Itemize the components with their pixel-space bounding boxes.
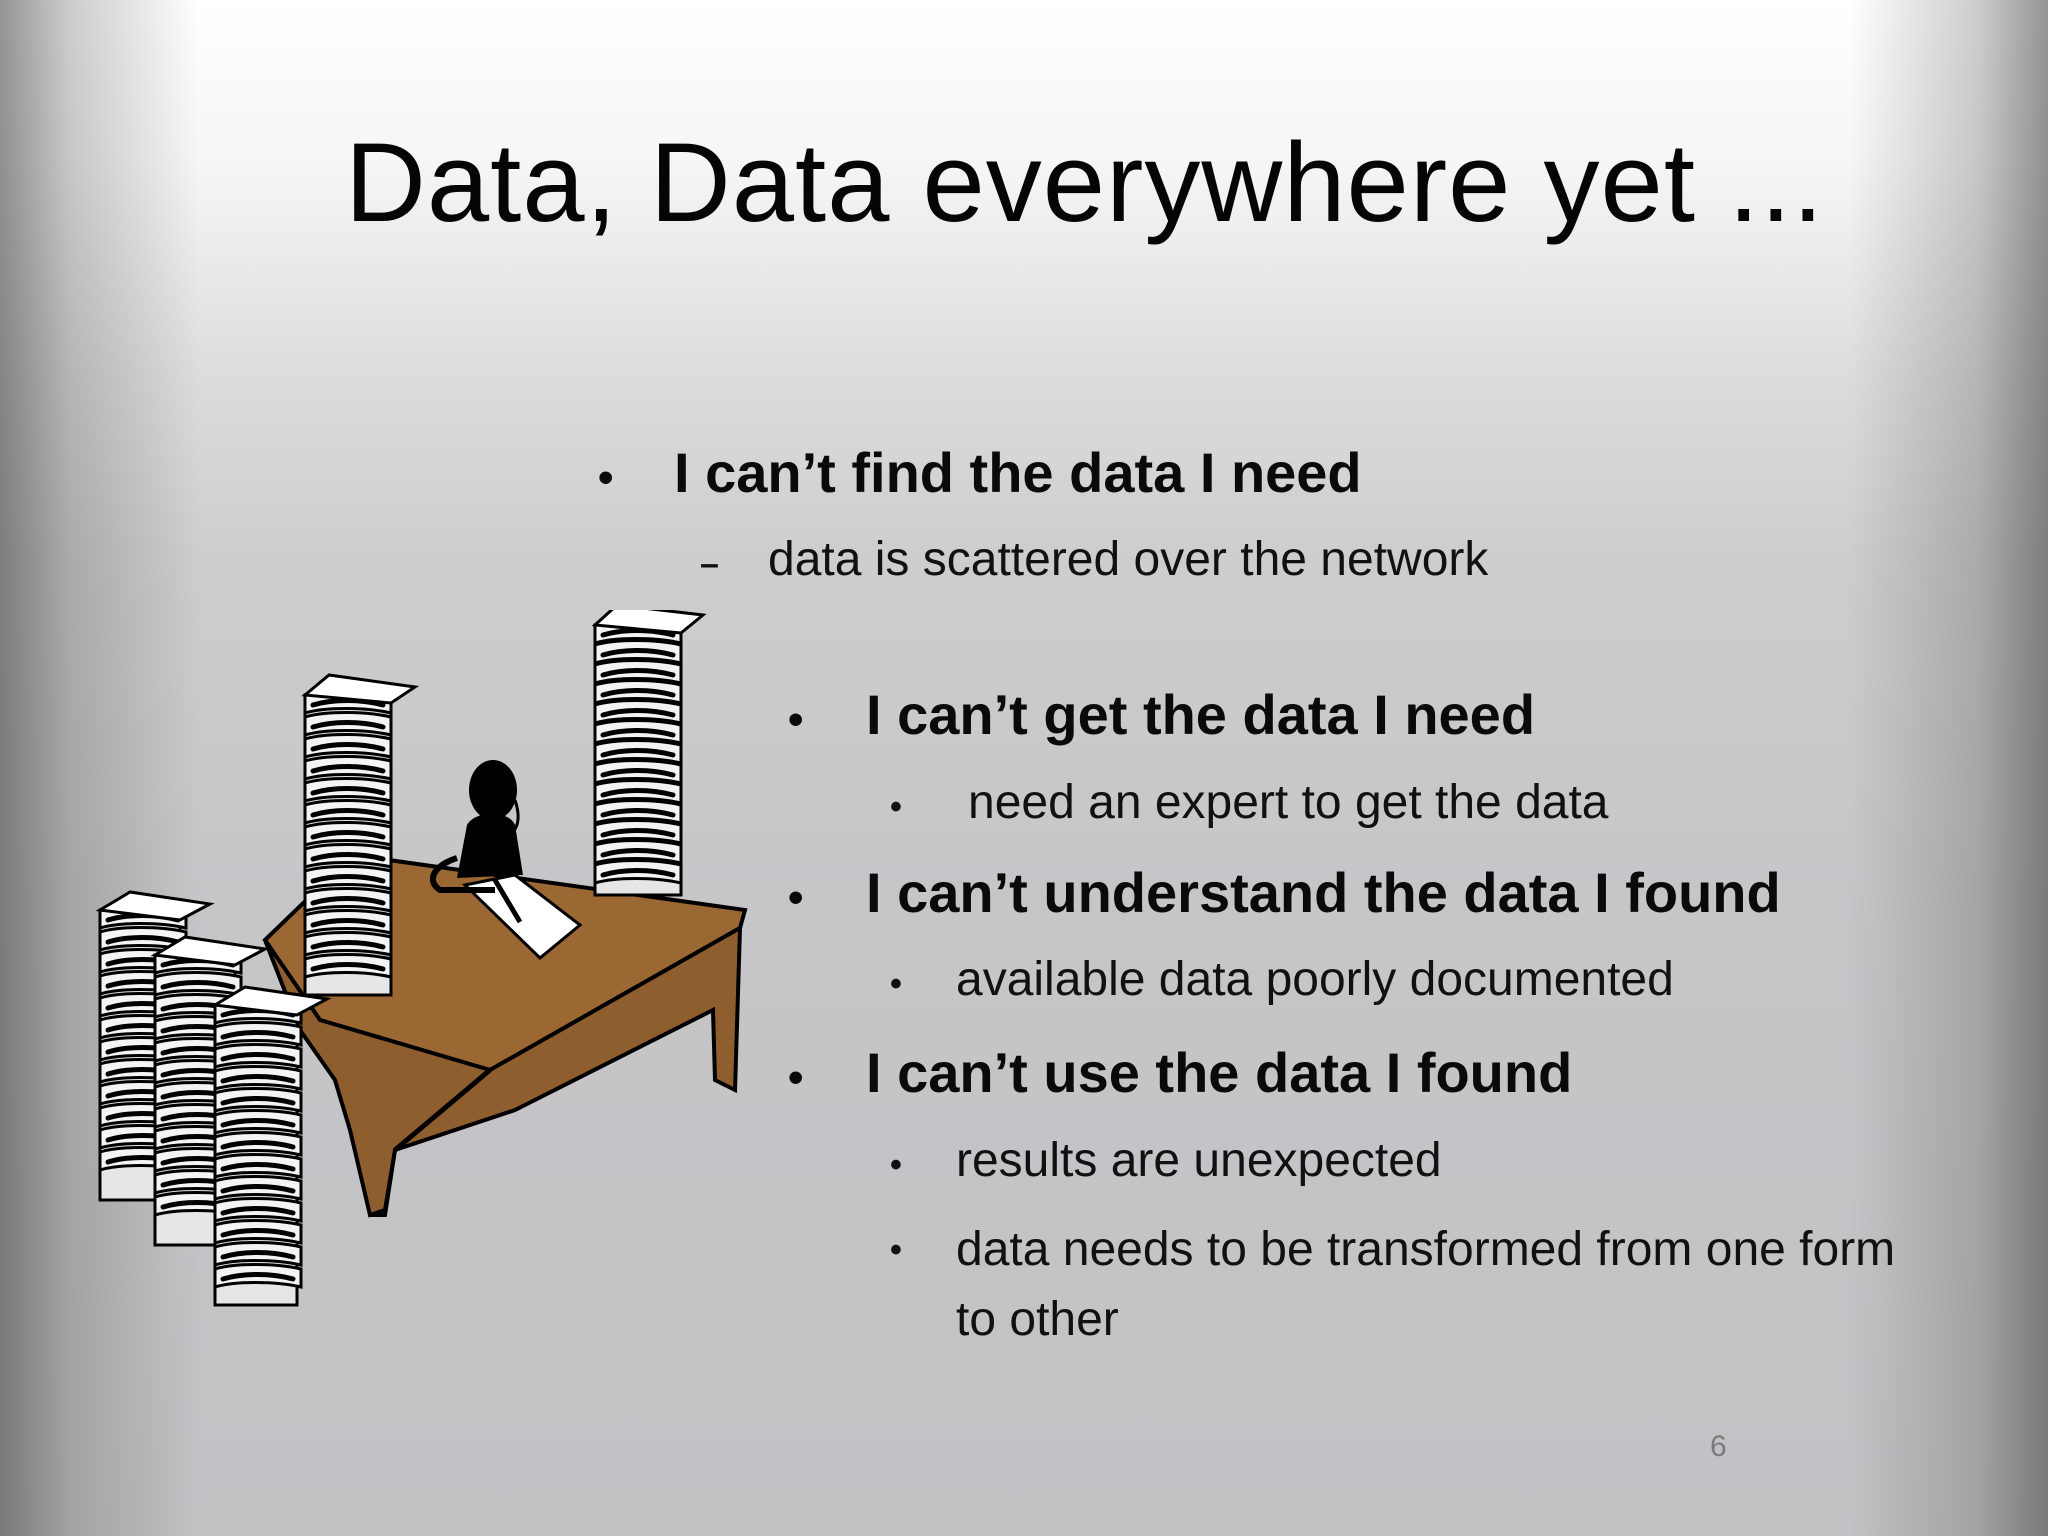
- slide-title: Data, Data everywhere yet ...: [345, 120, 1825, 245]
- sub-bullet-marker: •: [890, 788, 902, 826]
- bullet-marker: •: [788, 695, 804, 744]
- bullet-text: I can’t use the data I found: [866, 1041, 1573, 1104]
- bullet-text: I can’t understand the data I found: [866, 861, 1781, 924]
- sub-bullet-text: results are unexpected: [956, 1134, 1442, 1187]
- bullet-text: I can’t find the data I need: [674, 441, 1362, 504]
- sub-bullet-text: need an expert to get the data: [968, 776, 1609, 829]
- pen-icon: [492, 878, 523, 924]
- bullet-item: • I can’t understand the data I found: [788, 860, 1781, 925]
- sub-bullet-text: data needs to be transformed from one fo…: [956, 1223, 1896, 1346]
- paper-stack: [301, 673, 420, 997]
- bullet-item: • I can’t use the data I found: [788, 1040, 1572, 1105]
- bullet-marker: •: [788, 1053, 804, 1102]
- bullet-item: • I can’t find the data I need: [598, 440, 1362, 505]
- sub-bullet-text: data is scattered over the network: [768, 533, 1489, 586]
- bullet-text: I can’t get the data I need: [866, 683, 1536, 746]
- sub-bullet-item: • available data poorly documented: [890, 952, 1674, 1007]
- person-at-desk-illustration: [95, 610, 748, 1307]
- sub-bullet-item: • need an expert to get the data: [890, 775, 1609, 830]
- sub-bullet-marker: •: [890, 1146, 902, 1184]
- bullet-marker: •: [788, 873, 804, 922]
- paper-stack: [591, 610, 707, 897]
- sub-bullet-marker: •: [890, 965, 902, 1003]
- sub-bullet-marker: •: [890, 1231, 902, 1269]
- bullet-marker: •: [598, 453, 614, 502]
- person: [429, 760, 523, 924]
- paper-stack: [210, 985, 332, 1307]
- bullet-item: • I can’t get the data I need: [788, 682, 1535, 747]
- paper-sheet: [461, 873, 583, 961]
- sub-bullet-text: available data poorly documented: [956, 953, 1674, 1006]
- sub-bullet-item: • results are unexpected: [890, 1133, 1442, 1188]
- sub-bullet-item: – data is scattered over the network: [700, 532, 1488, 587]
- sub-bullet-item: • data needs to be transformed from one …: [890, 1215, 1916, 1355]
- sub-bullet-marker: –: [700, 545, 719, 583]
- page-number: 6: [1710, 1430, 1727, 1463]
